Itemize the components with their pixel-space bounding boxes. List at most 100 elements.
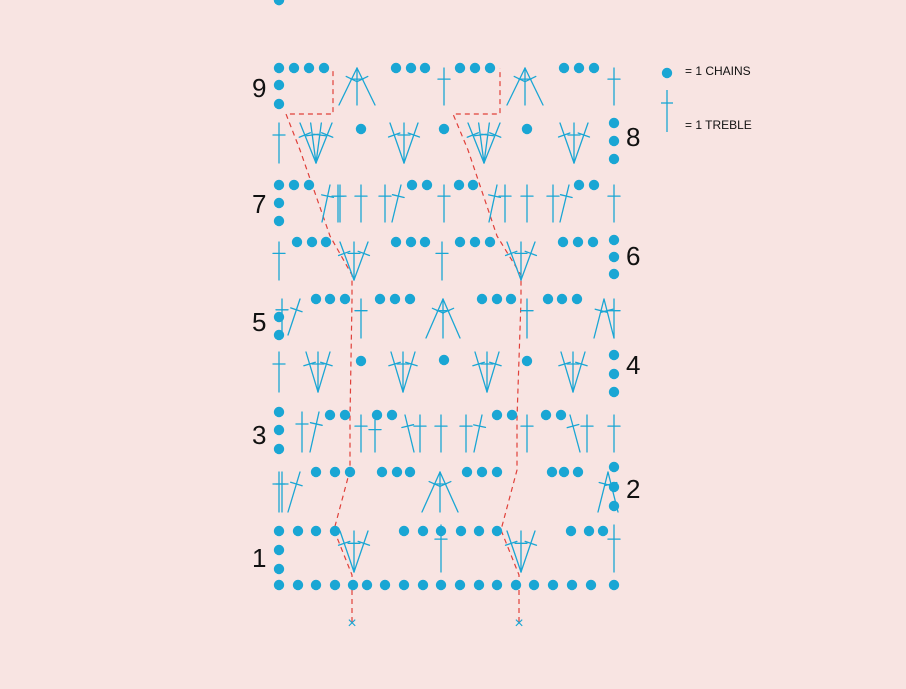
treble-stitch bbox=[354, 414, 368, 453]
treble-bar bbox=[290, 307, 303, 313]
chain-stitch bbox=[588, 62, 600, 74]
treble-post bbox=[483, 122, 490, 164]
chain-stitch bbox=[473, 579, 485, 591]
treble-stitch bbox=[311, 351, 325, 393]
treble-post bbox=[321, 184, 331, 223]
chain-stitch bbox=[389, 293, 401, 305]
treble-legend-icon bbox=[661, 90, 673, 132]
chain-stitch bbox=[273, 62, 285, 74]
chain-stitch bbox=[405, 236, 417, 248]
treble-post bbox=[486, 351, 500, 393]
treble-stitch bbox=[439, 471, 459, 513]
treble-post bbox=[317, 351, 331, 393]
treble-post bbox=[597, 471, 609, 513]
treble-bar bbox=[504, 540, 518, 546]
chain-stitch bbox=[521, 123, 533, 135]
treble-bar bbox=[298, 132, 312, 138]
treble-bar bbox=[488, 194, 502, 199]
treble-post bbox=[467, 122, 485, 164]
treble-post bbox=[603, 298, 615, 339]
treble-stitch bbox=[321, 184, 335, 223]
chain-stitch bbox=[461, 466, 473, 478]
chain-stitch bbox=[329, 466, 341, 478]
treble-stitch bbox=[520, 184, 534, 223]
repeat-line-left bbox=[285, 68, 353, 622]
treble-bar bbox=[577, 132, 591, 138]
treble-stitch bbox=[378, 184, 392, 223]
treble-bar bbox=[557, 132, 571, 138]
chain-stitch bbox=[273, 179, 285, 191]
treble-bar bbox=[309, 422, 323, 426]
treble-post bbox=[404, 414, 415, 453]
chain-stitch bbox=[320, 236, 332, 248]
treble-stitch bbox=[353, 530, 371, 573]
chain-stitch bbox=[355, 355, 367, 367]
chain-stitch bbox=[273, 79, 285, 91]
treble-stitch bbox=[572, 351, 588, 393]
treble-bar bbox=[401, 424, 415, 429]
treble-stitch bbox=[275, 471, 289, 513]
treble-stitch bbox=[434, 524, 448, 573]
treble-bar bbox=[488, 132, 502, 138]
chain-stitch bbox=[491, 525, 503, 537]
treble-bar bbox=[524, 540, 538, 546]
treble-post bbox=[573, 122, 589, 164]
chain-stitch bbox=[339, 293, 351, 305]
chain-stitch bbox=[572, 236, 584, 248]
chain-stitch bbox=[379, 579, 391, 591]
treble-stitch bbox=[402, 351, 418, 393]
chain-stitch bbox=[454, 579, 466, 591]
chain-stitch bbox=[376, 466, 388, 478]
treble-stitch bbox=[472, 351, 488, 393]
treble-stitch bbox=[434, 414, 448, 453]
treble-post bbox=[389, 122, 405, 164]
treble-stitch bbox=[356, 67, 376, 106]
treble-post bbox=[315, 122, 333, 164]
treble-bar bbox=[489, 361, 502, 367]
treble-bar bbox=[558, 361, 571, 367]
chain-stitch bbox=[398, 579, 410, 591]
treble-stitch bbox=[387, 122, 405, 164]
treble-stitch bbox=[347, 241, 361, 281]
chain-stitch bbox=[573, 179, 585, 191]
chain-stitch bbox=[273, 424, 285, 436]
start-marker-left: × bbox=[347, 615, 356, 632]
chain-stitch bbox=[587, 236, 599, 248]
treble-stitch bbox=[567, 122, 581, 164]
treble-bar bbox=[357, 540, 371, 546]
chain-stitch bbox=[542, 293, 554, 305]
treble-post bbox=[569, 414, 581, 453]
chain-stitch bbox=[608, 461, 620, 473]
chain-stitch bbox=[491, 579, 503, 591]
row-label-9: 9 bbox=[252, 73, 266, 103]
chain-stitch bbox=[273, 197, 285, 209]
chain-stitch bbox=[435, 579, 447, 591]
chain-stitch bbox=[467, 179, 479, 191]
treble-bar bbox=[524, 250, 538, 257]
chain-stitch bbox=[273, 563, 285, 575]
treble-stitch bbox=[520, 414, 534, 453]
chain-stitch bbox=[303, 179, 315, 191]
chain-stitch bbox=[455, 525, 467, 537]
treble-post bbox=[299, 122, 317, 164]
chain-stitch bbox=[292, 525, 304, 537]
chain-stitch bbox=[469, 236, 481, 248]
treble-stitch bbox=[403, 122, 421, 164]
treble-bar bbox=[357, 250, 371, 257]
chain-stitch bbox=[469, 62, 481, 74]
treble-post bbox=[442, 298, 461, 339]
treble-stitch bbox=[514, 241, 528, 281]
chain-stitch bbox=[453, 179, 465, 191]
treble-post bbox=[474, 351, 488, 393]
chain-stitch bbox=[329, 525, 341, 537]
treble-stitch bbox=[397, 122, 411, 164]
chain-stitch bbox=[329, 579, 341, 591]
treble-stitch bbox=[295, 411, 309, 453]
treble-stitch bbox=[313, 122, 327, 164]
chain-stitch bbox=[273, 544, 285, 556]
legend-treble-label: = 1 TREBLE bbox=[685, 118, 752, 132]
treble-stitch bbox=[498, 184, 512, 223]
chain-stitch bbox=[310, 466, 322, 478]
chain-stitch bbox=[608, 368, 620, 380]
